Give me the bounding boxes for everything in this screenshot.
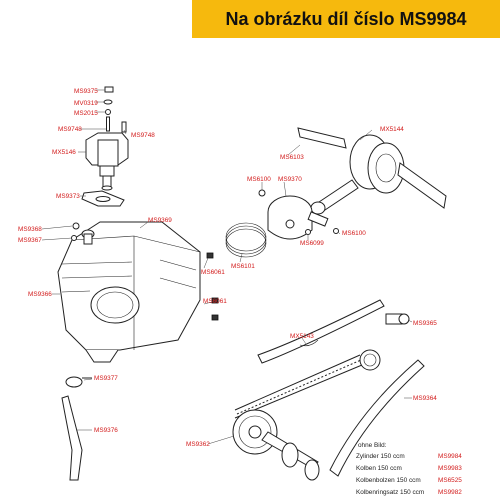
label-mx5146: MX5146 xyxy=(52,149,76,156)
label-ms9368: MS9368 xyxy=(18,226,42,233)
label-ms9365: MS9365 xyxy=(413,320,437,327)
label-ms9377: MS9377 xyxy=(94,375,118,382)
hose-drawing xyxy=(61,376,92,481)
label-ms6061-top: MS6061 xyxy=(201,269,225,276)
label-ms6061-mid: MS6061 xyxy=(203,298,227,305)
label-mv0319: MV0319 xyxy=(74,100,98,107)
legend-row-code: MS6525 xyxy=(438,477,462,484)
label-ms6103: MS6103 xyxy=(280,154,304,161)
legend-row-name: Zylinder 150 ccm xyxy=(356,453,405,460)
label-ms9748-right: MS9748 xyxy=(131,132,155,139)
label-ms9748-left: MS9748 xyxy=(58,126,82,133)
label-ms6099: MS6099 xyxy=(300,240,324,247)
label-ms6100-top: MS6100 xyxy=(247,176,271,183)
part-labels: MS9375 MV0319 MS2015 MS9748 MS9748 MX514… xyxy=(18,88,437,448)
label-ms9366: MS9366 xyxy=(28,291,52,298)
label-mx5144: MX5144 xyxy=(380,126,404,133)
label-ms9369: MS9369 xyxy=(148,217,172,224)
piston-drawing xyxy=(206,189,339,321)
label-ms6101: MS6101 xyxy=(231,263,255,270)
legend-row-name: Kolbenringsatz 150 ccm xyxy=(356,489,424,496)
timing-chain-drawing xyxy=(234,349,381,419)
chain-guide-drawing xyxy=(329,359,425,477)
banner-title: Na obrázku díl číslo MS9984 xyxy=(225,9,467,29)
label-ms9375: MS9375 xyxy=(74,88,98,95)
legend: ohne Bild: Zylinder 150 ccm MS9984 Kolbe… xyxy=(356,442,462,496)
legend-row-code: MS9983 xyxy=(438,465,462,472)
tensioner-rail-drawing xyxy=(257,299,410,364)
title-banner: Na obrázku díl číslo MS9984 xyxy=(192,0,500,38)
label-ms2015: MS2015 xyxy=(74,110,98,117)
label-ms9367: MS9367 xyxy=(18,237,42,244)
legend-row-code: MS9984 xyxy=(438,453,462,460)
legend-row-name: Kolbenbolzen 150 ccm xyxy=(356,477,421,484)
label-ms9370: MS9370 xyxy=(278,176,302,183)
camshaft-sprocket-drawing xyxy=(232,409,320,481)
cylinder-drawing xyxy=(57,221,201,363)
label-ms9362: MS9362 xyxy=(186,441,210,448)
label-ms9364: MS9364 xyxy=(413,395,437,402)
chain-tensioner-drawing xyxy=(81,86,129,207)
label-ms6100-right: MS6100 xyxy=(342,230,366,237)
label-ms9373: MS9373 xyxy=(56,193,80,200)
legend-row-code: MS9982 xyxy=(438,489,462,496)
crankshaft-drawing xyxy=(297,127,447,215)
legend-heading: ohne Bild: xyxy=(358,442,387,449)
leader-lines xyxy=(41,89,413,445)
legend-row-name: Kolben 150 ccm xyxy=(356,465,402,472)
label-ms9376: MS9376 xyxy=(94,427,118,434)
label-mx5143: MX5143 xyxy=(290,333,314,340)
